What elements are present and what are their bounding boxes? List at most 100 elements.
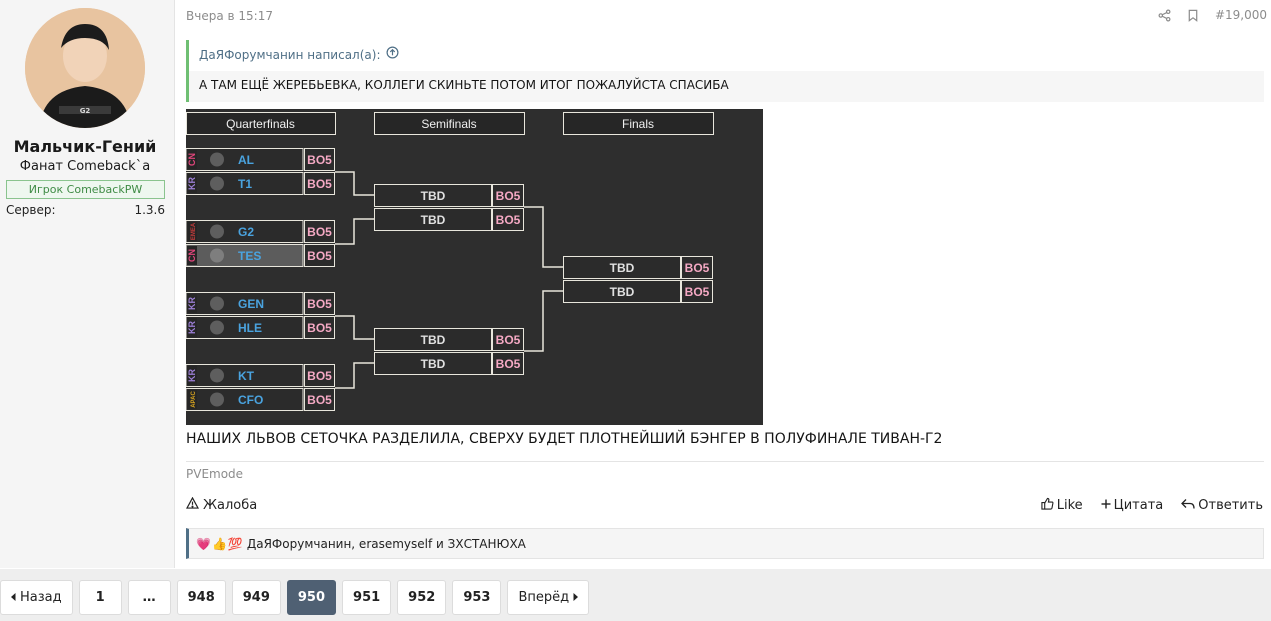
- bracket-header-label: Finals: [622, 117, 654, 131]
- share-icon[interactable]: [1158, 9, 1171, 22]
- signature-text: PVEmode: [186, 467, 244, 481]
- qf-region-strip: [187, 246, 197, 265]
- page-ellipsis-button[interactable]: …: [127, 580, 171, 615]
- qf-format-label: BO5: [307, 297, 332, 311]
- username[interactable]: Мальчик-Гений: [13, 137, 157, 156]
- reaction-emojis: 💗 👍 💯: [196, 537, 243, 551]
- sf-team-name: TBD: [421, 357, 446, 371]
- next-page-button[interactable]: Вперёд: [507, 580, 590, 615]
- like-label: Like: [1056, 498, 1083, 513]
- page-button[interactable]: 1: [78, 580, 122, 615]
- final-format-label: BO5: [685, 261, 710, 275]
- user-badge: Игрок ComebackPW: [6, 180, 165, 199]
- warning-icon: [185, 496, 200, 513]
- team-logo-icon: [210, 152, 224, 167]
- final-team-box: [563, 256, 681, 279]
- qf-team-box: [185, 364, 304, 387]
- page-button[interactable]: 949: [231, 580, 281, 615]
- qf-format-box: [304, 364, 335, 387]
- qf-format-label: BO5: [307, 225, 332, 239]
- bracket-connector: [524, 206, 563, 268]
- qf-format-label: BO5: [307, 393, 332, 407]
- user-title: Фанат Comeback`a: [19, 159, 151, 174]
- bracket-connector: [335, 218, 374, 245]
- team-logo-icon: [210, 224, 224, 239]
- final-team-box: [563, 280, 681, 303]
- post-date[interactable]: Вчера в 15:17: [186, 9, 273, 23]
- qf-format-label: BO5: [307, 177, 332, 191]
- qf-region-label: KR: [187, 177, 197, 190]
- final-team-name: TBD: [610, 261, 635, 275]
- qf-region-label: CN: [187, 153, 197, 166]
- qf-team-box: [185, 172, 304, 195]
- quote-button[interactable]: Цитата: [1101, 498, 1163, 513]
- reactions-bar[interactable]: 💗 👍 💯 ДаЯФорумчанин, erasemyself и ЗХСТА…: [186, 528, 1264, 559]
- post-header-actions: #19,000: [1158, 8, 1267, 22]
- qf-format-box: [304, 172, 335, 195]
- page-button[interactable]: 951: [342, 580, 392, 615]
- page-button[interactable]: 948: [176, 580, 226, 615]
- qf-region-strip: [187, 150, 197, 169]
- reply-label: Ответить: [1198, 498, 1263, 513]
- thumbs-up-icon: [1041, 497, 1054, 514]
- qf-format-box: [304, 388, 335, 411]
- bracket-connector: [524, 290, 563, 352]
- qf-team-name: G2: [238, 225, 254, 239]
- reactions-text: ДаЯФорумчанин, erasemyself и ЗХСТАНЮХА: [246, 536, 526, 551]
- reply-button[interactable]: Ответить: [1181, 498, 1263, 514]
- quote-author[interactable]: ДаЯФорумчанин написал(а):: [199, 48, 381, 62]
- sf-format-label: BO5: [496, 213, 521, 227]
- user-sidebar: G2 Мальчик-Гений Фанат Comeback`a Игрок …: [0, 0, 175, 568]
- qf-region-label: APAC: [191, 391, 197, 408]
- sf-format-box: [492, 352, 524, 375]
- like-button[interactable]: Like: [1041, 497, 1083, 514]
- qf-format-box: [304, 316, 335, 339]
- server-label: Сервер:: [6, 203, 56, 217]
- page-button[interactable]: 952: [397, 580, 447, 615]
- final-format-box: [681, 280, 713, 303]
- qf-region-strip: [187, 366, 197, 385]
- page-button[interactable]: 953: [452, 580, 502, 615]
- team-logo-icon: [210, 248, 224, 263]
- sf-team-box: [374, 208, 492, 231]
- user-avatar[interactable]: G2: [25, 8, 145, 128]
- sf-team-box: [374, 328, 492, 351]
- qf-format-label: BO5: [307, 369, 332, 383]
- qf-region-strip: [187, 222, 197, 241]
- qf-team-name: HLE: [238, 321, 262, 335]
- qf-format-label: BO5: [307, 153, 332, 167]
- bookmark-icon[interactable]: [1187, 9, 1199, 22]
- current-page-button[interactable]: 950: [286, 580, 337, 615]
- qf-region-strip: [187, 390, 197, 409]
- report-label: Жалоба: [203, 497, 258, 513]
- qf-team-box: [185, 388, 304, 411]
- qf-format-box: [304, 148, 335, 171]
- report-button[interactable]: Жалоба: [185, 496, 258, 513]
- quote-header: ДаЯФорумчанин написал(а):: [189, 40, 1264, 71]
- final-team-name: TBD: [610, 285, 635, 299]
- post-number[interactable]: #19,000: [1214, 8, 1267, 22]
- qf-region-label: CN: [187, 249, 197, 262]
- arrow-up-circle-icon[interactable]: [386, 40, 399, 71]
- team-logo-icon: [210, 320, 224, 335]
- qf-team-name: T1: [238, 177, 252, 191]
- bracket-connector: [335, 171, 374, 196]
- next-label: Вперёд: [518, 590, 570, 605]
- qf-format-label: BO5: [307, 249, 332, 263]
- sf-team-box: [374, 184, 492, 207]
- heart-icon: 💗: [196, 536, 211, 551]
- team-logo-icon: [210, 392, 224, 407]
- sf-team-name: TBD: [421, 213, 446, 227]
- qf-format-box: [304, 220, 335, 243]
- prev-page-button[interactable]: Назад: [0, 580, 73, 615]
- qf-region-label: EMEA: [191, 222, 197, 240]
- qf-region-strip: [187, 318, 197, 337]
- quote-text: А ТАМ ЕЩЁ ЖЕРЕБЬЕВКА, КОЛЛЕГИ СКИНЬТЕ ПО…: [199, 78, 729, 92]
- qf-team-box: [185, 292, 304, 315]
- caret-right-icon: [573, 590, 579, 605]
- qf-format-box: [304, 244, 335, 267]
- qf-team-name: AL: [238, 153, 254, 167]
- pagination: Назад 1 … 948 949 950 951 952 953 Вперёд: [0, 580, 590, 615]
- bracket-connector: [335, 362, 374, 389]
